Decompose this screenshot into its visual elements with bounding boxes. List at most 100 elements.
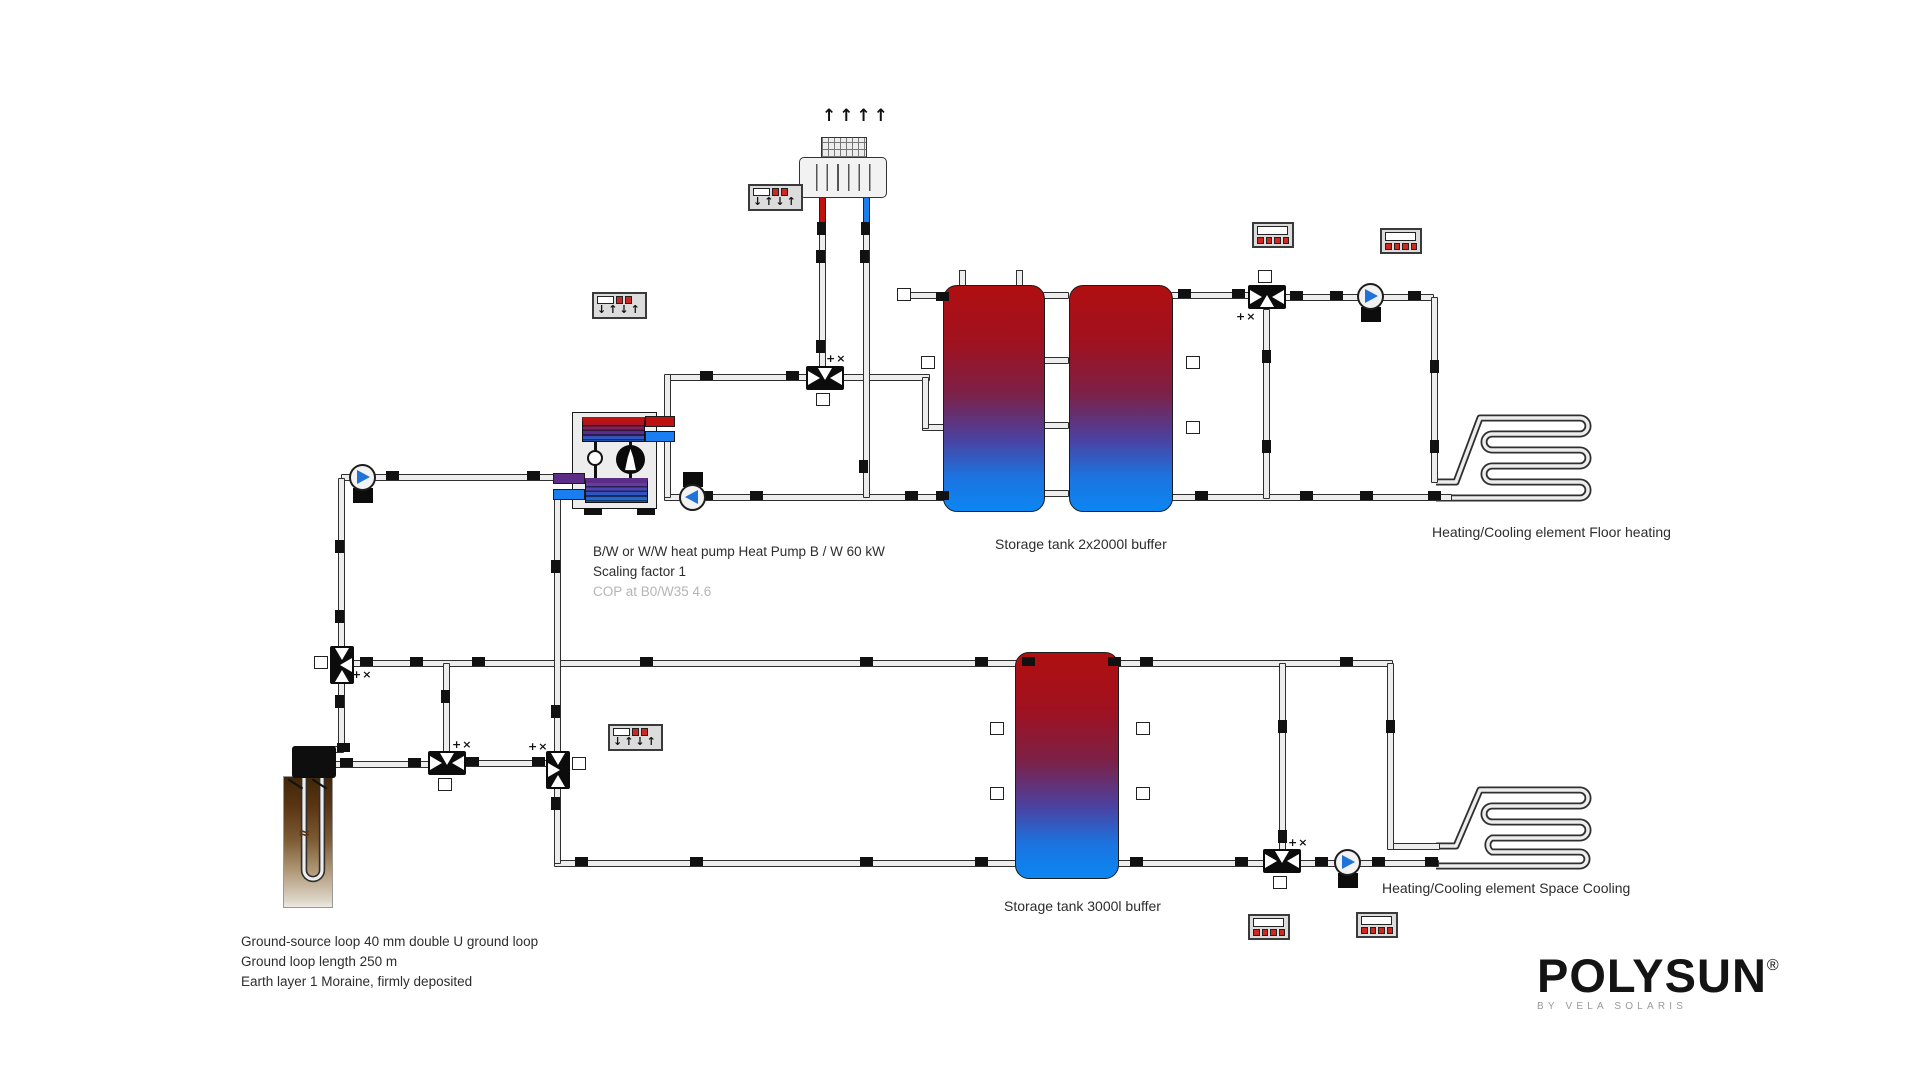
controller-led	[1278, 929, 1285, 936]
pipe-connector	[1315, 857, 1328, 866]
ground-loop-valve-b[interactable]	[546, 751, 570, 789]
pipe-connector	[640, 657, 653, 666]
floor-heating-coil[interactable]	[1436, 412, 1596, 508]
closed-port-cap	[990, 787, 1004, 800]
polysun-logo-text: POLYSUN®	[1537, 949, 1780, 1002]
polysun-logo: POLYSUN® BY VELA SOLARIS	[1537, 942, 1780, 1013]
controller-led	[616, 296, 623, 304]
floor-heating-pump[interactable]	[1357, 283, 1384, 322]
valve-arrow	[1272, 290, 1284, 304]
pipe-break-mark: ≈	[298, 824, 311, 842]
pipe	[1043, 422, 1069, 429]
pipe-connector	[1300, 491, 1313, 500]
pipe-connector	[340, 758, 353, 767]
controller-led-row	[1253, 929, 1285, 936]
controller-led-row	[1385, 243, 1417, 250]
pipe-connector	[1425, 857, 1438, 866]
closed-port-cap	[1186, 356, 1200, 369]
pipe	[1263, 309, 1270, 499]
floor-heating-label: Heating/Cooling element Floor heating	[1432, 524, 1671, 540]
heat-pump-controller[interactable]: ↓↑↓↑	[592, 292, 647, 319]
pipe-connector	[1278, 720, 1287, 733]
pipe-connector	[1430, 360, 1439, 373]
floor-heating-controller-1[interactable]	[1252, 222, 1294, 248]
valve-arrow	[551, 753, 565, 765]
pipe-connector	[551, 560, 560, 573]
pipe-connector	[860, 657, 873, 666]
pipe	[842, 374, 930, 381]
valve-arrow	[808, 371, 820, 385]
pipe-connector	[1340, 657, 1353, 666]
pump-mount-block	[1361, 307, 1381, 322]
floor-heating-controller-2[interactable]	[1380, 228, 1422, 254]
pipe-connector	[860, 250, 869, 263]
valve-arrow	[440, 753, 454, 765]
pipe-connector	[1232, 289, 1245, 298]
condenser-pump[interactable]	[679, 472, 706, 511]
controller-display-row	[597, 296, 642, 304]
pipe-connector	[860, 857, 873, 866]
brine-pump[interactable]	[349, 464, 376, 503]
heat-pump-foot	[637, 508, 655, 515]
storage-tank-3000[interactable]	[1015, 652, 1119, 879]
valve-arrow	[830, 371, 842, 385]
heat-pump-label: B/W or W/W heat pump Heat Pump B / W 60 …	[593, 542, 885, 602]
space-cooling-controller-1[interactable]	[1248, 914, 1290, 940]
pipe-connector	[1428, 491, 1441, 500]
pipe-connector	[575, 857, 588, 866]
pipe-connector	[975, 857, 988, 866]
floor-heating-mixing-valve[interactable]	[1248, 285, 1286, 309]
valve-setting-marks: +×	[528, 740, 549, 753]
pipe-connector	[1140, 657, 1153, 666]
ground-loop-valve-a[interactable]	[428, 751, 466, 775]
pipe	[664, 434, 671, 498]
ground-loop-controller[interactable]: ↓↑↓↑	[608, 724, 663, 751]
controller-led	[1393, 243, 1400, 250]
storage-tank-2x2000-left[interactable]	[943, 285, 1045, 512]
heat-pump-label-line3: COP at B0/W35 4.6	[593, 584, 712, 599]
condenser-supply-port	[645, 416, 675, 427]
space-cooling-mixing-valve[interactable]	[1263, 849, 1301, 873]
controller-display-row	[753, 188, 798, 196]
pipe	[1043, 292, 1069, 299]
space-cooling-controller-2[interactable]	[1356, 912, 1398, 938]
pipe-connector	[1330, 291, 1343, 300]
brine-circuit-valve[interactable]	[330, 646, 354, 684]
pump-mount-block	[683, 472, 703, 487]
pipe-connector	[1130, 857, 1143, 866]
controller-display	[1385, 232, 1416, 241]
space-cooling-coil[interactable]	[1436, 778, 1596, 874]
controller-led	[1410, 243, 1417, 250]
valve-arrow	[818, 368, 832, 380]
storage-tank-2x2000-right[interactable]	[1069, 285, 1173, 512]
closed-port-cap	[1186, 421, 1200, 434]
controller-display-row	[613, 728, 658, 736]
pipe	[350, 660, 1017, 667]
pipe-connector	[335, 695, 344, 708]
pipe-connector	[1386, 720, 1395, 733]
valve-setting-marks: +×	[352, 668, 373, 681]
recooler-controller[interactable]: ↓↑↓↑	[748, 184, 803, 211]
pipe-connector	[408, 758, 421, 767]
controller-display	[753, 188, 770, 196]
space-cooling-pump[interactable]	[1334, 849, 1361, 888]
valve-arrow	[430, 756, 442, 770]
closed-port-cap	[897, 288, 911, 301]
pipe	[1390, 843, 1440, 850]
pipe-connector	[1195, 491, 1208, 500]
pipe	[338, 682, 345, 752]
pipe-connector	[816, 250, 825, 263]
controller-led	[1369, 927, 1376, 934]
recooler-diverting-valve[interactable]	[806, 366, 844, 390]
valve-arrow	[335, 648, 349, 660]
pipe-connector	[816, 340, 825, 353]
controller-led-row	[1257, 237, 1289, 244]
closed-port-cap	[438, 778, 452, 791]
closed-port-cap	[816, 393, 830, 406]
pipe-connector	[360, 657, 373, 666]
pipe-connector	[859, 460, 868, 473]
pipe-connector	[786, 371, 799, 380]
pipe	[863, 228, 870, 498]
tank-top-stub	[1016, 270, 1023, 286]
